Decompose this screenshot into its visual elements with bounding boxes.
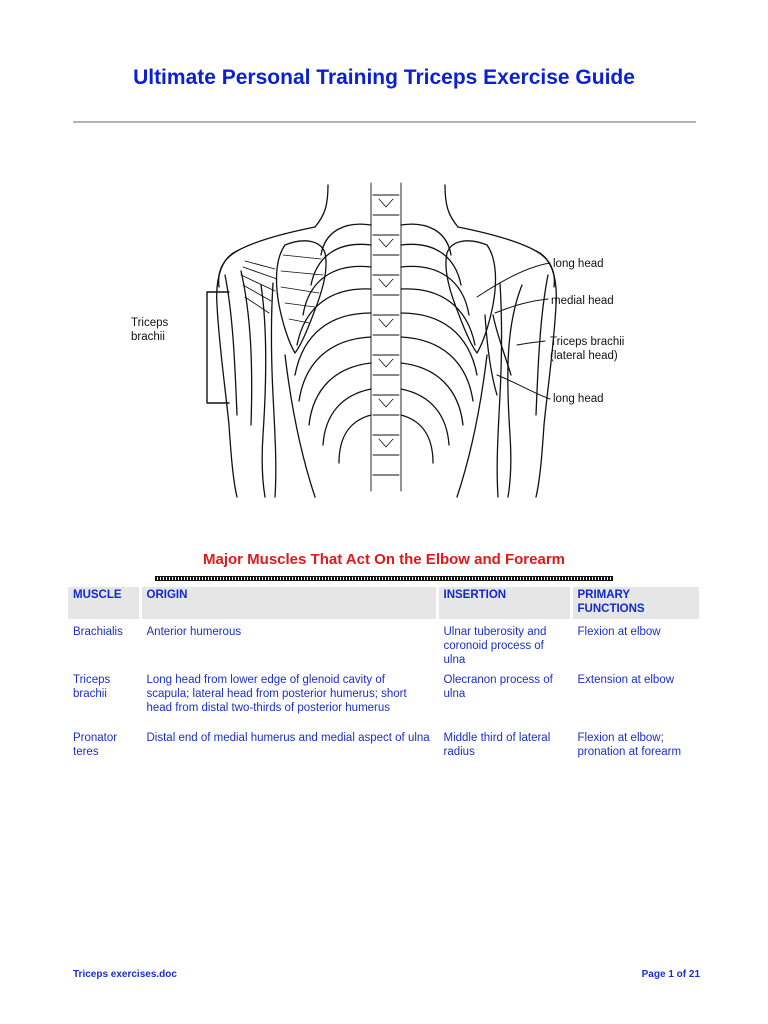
footer-page-number: Page 1 of 21 (641, 969, 700, 980)
muscles-table: MUSCLE ORIGIN INSERTION PRIMARY FUNCTION… (68, 587, 699, 761)
footer-filename: Triceps exercises.doc (73, 969, 177, 980)
table-row: Triceps brachii Long head from lower edg… (68, 667, 699, 725)
cell-insertion: Olecranon process of ulna (435, 667, 571, 725)
cell-functions: Extension at elbow (569, 667, 699, 725)
anatomy-illustration: Triceps brachii long head medial head Tr… (125, 175, 645, 500)
header-muscle: MUSCLE (68, 587, 140, 619)
label-triceps-left: Triceps (131, 317, 169, 329)
cell-functions: Flexion at elbow; pronation at forearm (569, 725, 699, 761)
cell-origin: Long head from lower edge of glenoid cav… (138, 667, 437, 725)
triceps-anatomy-drawing: Triceps brachii long head medial head Tr… (131, 182, 624, 498)
cell-muscle: Brachialis (73, 626, 123, 638)
label-long-head-bottom: long head (553, 393, 604, 405)
label-lateral-head-line1: Triceps brachii (550, 336, 624, 348)
table-row: Pronator teres Distal end of medial hume… (68, 725, 699, 761)
label-brachii-left: brachii (131, 331, 165, 343)
label-lateral-head-line2: (lateral head) (550, 350, 618, 362)
header-insertion: INSERTION (435, 587, 571, 619)
header-origin: ORIGIN (138, 587, 437, 619)
section-heading: Major Muscles That Act On the Elbow and … (203, 551, 565, 568)
cell-origin: Anterior humerous (138, 619, 437, 667)
label-medial-head: medial head (551, 295, 614, 307)
cell-insertion: Ulnar tuberosity and coronoid process of… (435, 619, 571, 667)
header-functions: PRIMARY FUNCTIONS (569, 587, 699, 619)
cell-origin: Distal end of medial humerus and medial … (138, 725, 437, 761)
cell-functions: Flexion at elbow (569, 619, 699, 667)
table-row: Brachialis Anterior humerous Ulnar tuber… (68, 619, 699, 667)
heading-divider (155, 576, 613, 581)
cell-muscle: Triceps brachii (73, 674, 111, 700)
label-long-head-top: long head (553, 258, 604, 270)
title-divider (73, 121, 696, 123)
cell-muscle: Pronator teres (73, 732, 118, 758)
page-title: Ultimate Personal Training Triceps Exerc… (133, 66, 635, 89)
table-header-row: MUSCLE ORIGIN INSERTION PRIMARY FUNCTION… (68, 587, 699, 619)
cell-insertion: Middle third of lateral radius (435, 725, 571, 761)
